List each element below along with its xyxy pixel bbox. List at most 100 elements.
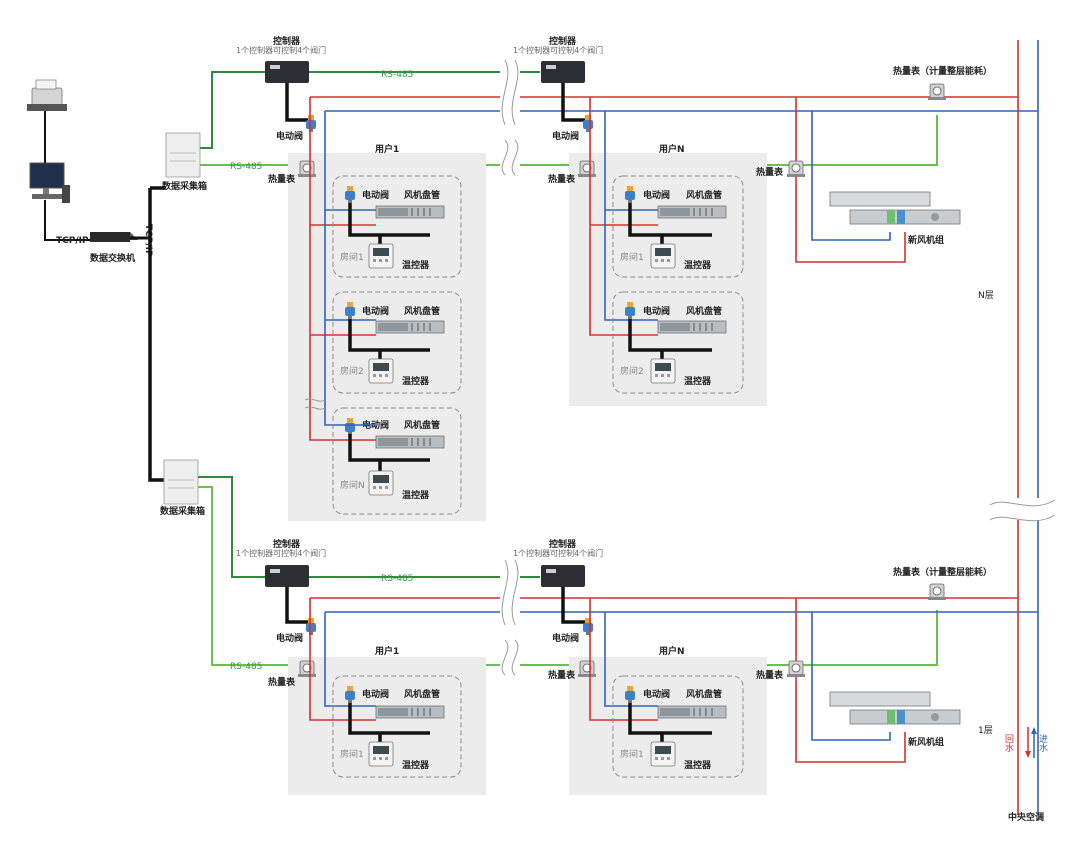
heat-meter-label: 热量表 bbox=[548, 669, 576, 681]
fan-coil-icon bbox=[657, 705, 727, 719]
rs485-bottom-label: RS-485 bbox=[381, 574, 413, 584]
fresh-heat-meter-label: 热量表 bbox=[756, 166, 784, 178]
heat-meter-icon bbox=[577, 160, 597, 178]
thermostat-label: 温控器 bbox=[684, 259, 712, 271]
collector-bottom-label: 数据采集箱 bbox=[160, 505, 205, 517]
thermostat-icon bbox=[650, 243, 676, 269]
bottom-room1-label: 房间1 bbox=[340, 748, 364, 760]
controller-icon bbox=[265, 565, 309, 587]
room1-label: 房间1 bbox=[340, 251, 364, 263]
roomN-label: 房间N bbox=[340, 479, 365, 491]
bottom-room1-fancoil-label: 风机盘管 bbox=[404, 688, 440, 700]
floor-meter-label: 热量表（计量整层能耗） bbox=[893, 566, 992, 578]
controller-icon bbox=[541, 61, 585, 83]
rs485-top-label: RS-485 bbox=[381, 70, 413, 80]
tcp-ip-label: TCP/IP bbox=[56, 236, 89, 246]
heat-meter-label: 热量表 bbox=[268, 173, 296, 185]
userN-room1-box bbox=[612, 175, 744, 278]
user1-label-bottom: 用户1 bbox=[374, 645, 399, 657]
userN-label-top: 用户N bbox=[658, 143, 685, 155]
computer-icon bbox=[29, 162, 70, 203]
thermostat-label: 温控器 bbox=[402, 259, 430, 271]
room2-valve-label: 电动阀 bbox=[362, 305, 389, 317]
room1-fancoil-label: 风机盘管 bbox=[404, 189, 440, 201]
heat-meter-label: 热量表 bbox=[548, 173, 576, 185]
fan-coil-icon bbox=[375, 705, 445, 719]
userN-label-bottom: 用户N bbox=[658, 645, 685, 657]
switch-label: 数据交换机 bbox=[90, 252, 135, 264]
thermostat-icon bbox=[368, 741, 394, 767]
thermostat-icon bbox=[368, 358, 394, 384]
valve-label: 电动阀 bbox=[276, 130, 303, 142]
fresh-air-unit-label: 新风机组 bbox=[908, 736, 944, 748]
bottom-userN-room1-label: 房间1 bbox=[620, 748, 644, 760]
heat-meter-icon bbox=[577, 660, 597, 678]
thermostat-icon bbox=[650, 741, 676, 767]
floor-1-label: 1层 bbox=[978, 725, 993, 736]
thermostat-label: 温控器 bbox=[402, 375, 430, 387]
bottom-userN-room1-box bbox=[612, 675, 744, 778]
userN-room1-fancoil-label: 风机盘管 bbox=[686, 189, 722, 201]
userN-room2-box bbox=[612, 291, 744, 394]
room2-label: 房间2 bbox=[340, 365, 364, 377]
return-water-label: 回水 bbox=[1003, 734, 1014, 752]
heat-meter-label: 热量表 bbox=[268, 676, 296, 688]
roomN-fancoil-label: 风机盘管 bbox=[404, 419, 440, 431]
heat-meter-icon bbox=[927, 583, 947, 601]
fresh-air-unit-icon bbox=[829, 191, 961, 225]
fan-coil-icon bbox=[375, 205, 445, 219]
controller-icon bbox=[265, 61, 309, 83]
valve-icon bbox=[306, 115, 316, 132]
bottom-userN-fancoil-label: 风机盘管 bbox=[686, 688, 722, 700]
controller-note: 1个控制器可控制4个阀门 bbox=[236, 45, 326, 55]
bottom-room1-valve-label: 电动阀 bbox=[362, 688, 389, 700]
thermostat-label: 温控器 bbox=[684, 375, 712, 387]
controller-label: 控制器 bbox=[273, 35, 301, 47]
thermostat-label: 温控器 bbox=[402, 489, 430, 501]
userN-room1-valve-label: 电动阀 bbox=[643, 189, 670, 201]
fan-coil-icon bbox=[657, 205, 727, 219]
tcp-ip-vertical-label: TCP/IP bbox=[143, 224, 153, 257]
room1-valve-label: 电动阀 bbox=[362, 189, 389, 201]
printer-icon bbox=[27, 79, 67, 111]
switch-icon bbox=[90, 232, 138, 242]
thermostat-icon bbox=[650, 358, 676, 384]
room2-fancoil-label: 风机盘管 bbox=[404, 305, 440, 317]
controller-label: 控制器 bbox=[273, 538, 301, 550]
floor-meter-label: 热量表（计量整层能耗） bbox=[893, 65, 992, 77]
heat-meter-icon bbox=[297, 160, 317, 178]
fresh-air-unit-label: 新风机组 bbox=[908, 234, 944, 246]
floor-n-label: N层 bbox=[978, 290, 994, 301]
valve-label: 电动阀 bbox=[276, 632, 303, 644]
userN-room1-label: 房间1 bbox=[620, 251, 644, 263]
valve-label: 电动阀 bbox=[552, 632, 579, 644]
collector-top-label: 数据采集箱 bbox=[162, 180, 207, 192]
controller-label: 控制器 bbox=[549, 538, 577, 550]
rs485-bottom-meter-label: RS-485 bbox=[230, 662, 262, 672]
heat-meter-icon bbox=[927, 83, 947, 101]
fan-coil-icon bbox=[657, 320, 727, 334]
fan-coil-icon bbox=[375, 435, 445, 449]
userN-room2-label: 房间2 bbox=[620, 365, 644, 377]
bottom-userN-valve-label: 电动阀 bbox=[643, 688, 670, 700]
thermostat-icon bbox=[368, 243, 394, 269]
controller-note: 1个控制器可控制4个阀门 bbox=[513, 45, 603, 55]
fan-coil-icon bbox=[375, 320, 445, 334]
heat-meter-icon bbox=[297, 660, 317, 678]
fresh-heat-meter-label: 热量表 bbox=[756, 669, 784, 681]
controller-label: 控制器 bbox=[549, 35, 577, 47]
thermostat-icon bbox=[368, 470, 394, 496]
bottom-room1-box bbox=[332, 675, 462, 778]
user1-area-bottom bbox=[288, 657, 486, 795]
controller-note: 1个控制器可控制4个阀门 bbox=[513, 548, 603, 558]
collector-bottom bbox=[163, 459, 199, 505]
valve-icon bbox=[583, 115, 593, 132]
room1-box bbox=[332, 175, 462, 278]
controller-icon bbox=[541, 565, 585, 587]
userN-room2-fancoil-label: 风机盘管 bbox=[686, 305, 722, 317]
central-ac-label: 中央空调 bbox=[1008, 811, 1044, 823]
userN-room2-valve-label: 电动阀 bbox=[643, 305, 670, 317]
fresh-air-unit-icon bbox=[829, 691, 961, 725]
user1-label-top: 用户1 bbox=[374, 143, 399, 155]
